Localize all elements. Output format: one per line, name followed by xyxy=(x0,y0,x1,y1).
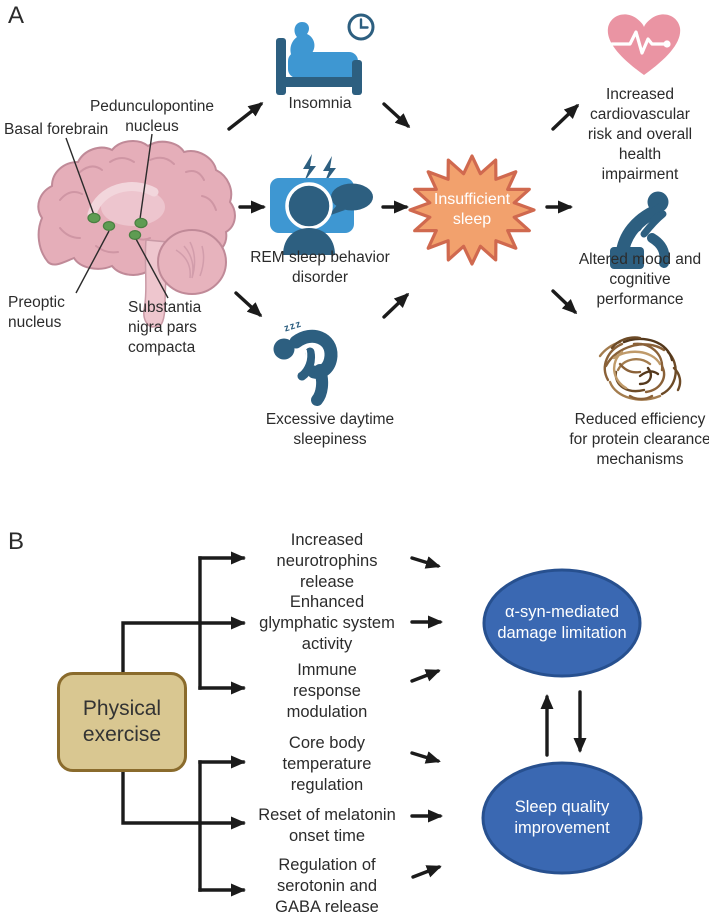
daytime-sleepiness-icon xyxy=(273,329,338,406)
mechanism-glymphatic: Enhanced glymphatic system activity xyxy=(259,593,395,653)
sad-person-icon xyxy=(610,191,670,269)
label-basal-forebrain: Basal forebrain xyxy=(4,121,109,138)
mechanism-serotonin-gaba: Regulation of serotonin and GABA release xyxy=(275,856,379,916)
mechanism-immune: Immune response modulation xyxy=(286,661,368,721)
label-altered-mood: Altered mood and cognitive performance xyxy=(578,251,702,308)
rem-sleep-disorder-icon xyxy=(270,154,373,255)
lightning-icon xyxy=(323,156,336,184)
panel-b-arrows xyxy=(410,556,587,879)
ecg-line xyxy=(610,30,668,55)
label-protein-clearance: Reduced efficiency for protein clearance… xyxy=(569,411,709,468)
label-excessive-daytime-sleepiness: Excessive daytime sleepiness xyxy=(265,411,395,448)
brain-nuclei-dots xyxy=(87,212,148,241)
insufficient-sleep-label: Insufficient sleep xyxy=(433,191,511,228)
gyri-lines xyxy=(59,156,217,254)
label-pedunculopontine-nucleus: Pedunculopontine nucleus xyxy=(89,98,215,135)
insomnia-icon xyxy=(276,13,375,95)
sleep-quality-label: Sleep quality improvement xyxy=(514,798,610,837)
mechanism-neurotrophins: Increased neurotrophins release xyxy=(276,531,378,591)
panel-a-label: A xyxy=(8,2,25,29)
label-substantia-nigra: Substantia nigra pars compacta xyxy=(128,299,202,356)
mattress xyxy=(288,52,358,78)
mechanism-core-temperature: Core body temperature regulation xyxy=(282,734,372,794)
panel-b-connectors xyxy=(121,551,246,897)
physical-exercise-box: Physical exercise xyxy=(57,672,187,772)
corpus-callosum xyxy=(87,182,159,219)
lightning-icon xyxy=(303,154,316,182)
label-rem-sleep-behavior-disorder: REM sleep behavior disorder xyxy=(250,249,390,286)
insufficient-sleep-starburst xyxy=(408,154,536,266)
brain-label-pointers xyxy=(65,133,169,299)
label-cardiovascular-risk: Increased cardiovascular risk and overal… xyxy=(587,86,693,183)
heart-health-icon xyxy=(607,14,681,76)
speech-bubble-icon xyxy=(331,183,373,211)
asyn-damage-label: α-syn-mediated damage limitation xyxy=(497,603,627,642)
label-insomnia: Insomnia xyxy=(288,95,352,112)
panel-a-arrows xyxy=(227,102,580,319)
mechanism-melatonin: Reset of melatonin onset time xyxy=(258,806,396,845)
sleep-quality-ellipse xyxy=(481,761,643,875)
panel-b-label: B xyxy=(8,528,25,555)
protein-tangle-icon xyxy=(598,336,682,401)
label-preoptic-nucleus: Preoptic nucleus xyxy=(8,294,65,331)
brain-illustration xyxy=(37,133,236,328)
asyn-damage-ellipse xyxy=(482,568,642,678)
